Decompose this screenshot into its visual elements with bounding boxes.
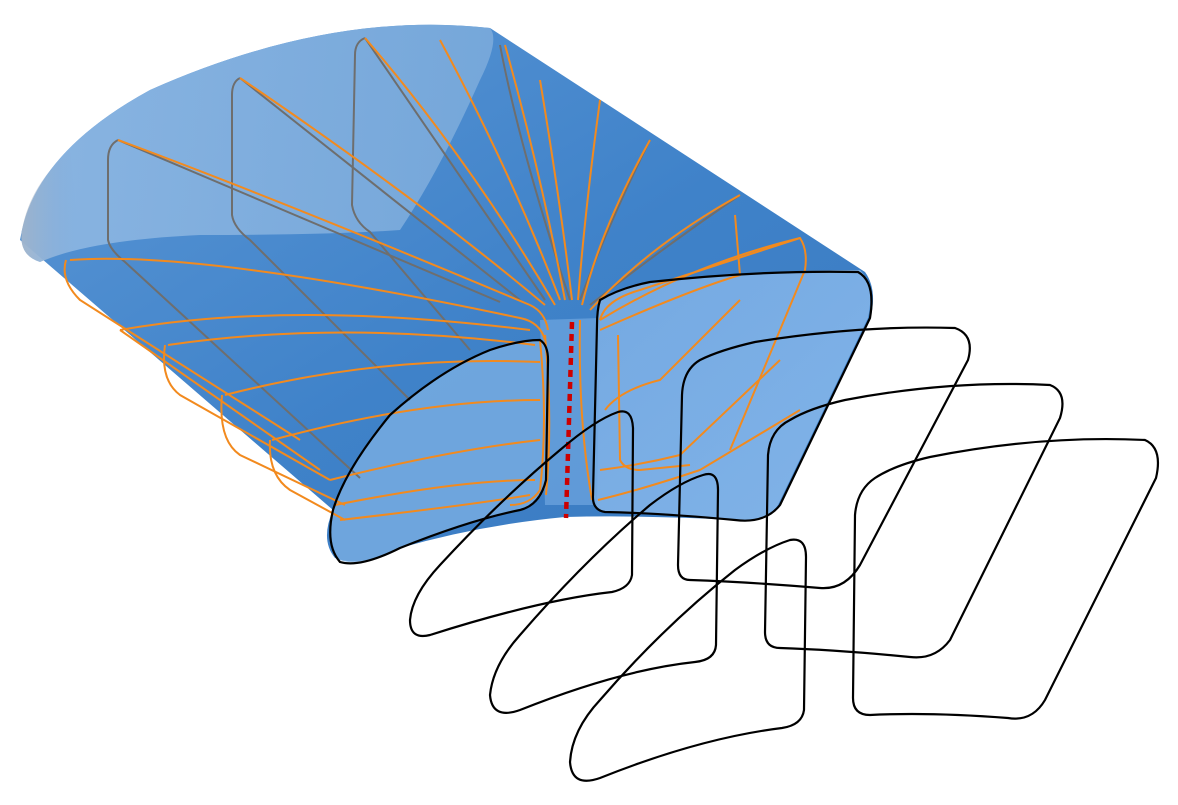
flow-line <box>364 37 556 306</box>
body-top-face <box>21 24 494 262</box>
flow-line <box>617 334 691 472</box>
flow-line <box>119 329 321 471</box>
flow-line <box>271 399 541 441</box>
flow-line <box>504 44 566 301</box>
meridian-line <box>350 37 471 351</box>
flow-line <box>509 339 545 506</box>
flow-line <box>167 331 536 346</box>
body-end-outlines <box>329 270 873 565</box>
flow-line <box>163 344 331 481</box>
meridian-line <box>107 139 361 479</box>
flow-line <box>599 359 781 471</box>
body-front-slot-face <box>330 340 548 563</box>
cross-section-1-left <box>408 410 635 638</box>
flow-line <box>578 319 593 501</box>
meridian-line <box>239 77 521 301</box>
flow-line <box>63 259 301 441</box>
cross-section-2-left <box>488 472 720 714</box>
flow-line <box>539 79 573 301</box>
cross-section-1-right <box>676 326 971 590</box>
meridian-line <box>231 77 411 401</box>
flow-line <box>604 299 741 411</box>
cross-section-outlines <box>408 326 1160 782</box>
extruded-body <box>20 24 874 563</box>
end-outline-right <box>591 270 873 522</box>
flow-lines <box>63 37 807 521</box>
cross-section-3-right <box>851 437 1160 720</box>
flow-line <box>589 194 741 311</box>
flow-line <box>239 77 546 306</box>
flow-line <box>577 99 601 301</box>
end-outline-left <box>329 338 550 565</box>
flow-line <box>334 479 536 506</box>
flow-line <box>117 139 549 331</box>
body-end-face <box>592 270 871 521</box>
flow-line <box>599 214 742 331</box>
axis-marker-line <box>563 321 575 519</box>
flow-line <box>268 439 346 521</box>
cross-section-2-right <box>763 382 1064 659</box>
cross-section-3-left <box>568 538 808 782</box>
flow-line <box>339 494 531 521</box>
flow-line <box>597 409 801 501</box>
flow-line <box>599 236 807 451</box>
flow-line <box>119 314 531 331</box>
flow-line <box>69 257 546 341</box>
flow-line <box>581 139 651 306</box>
flow-line <box>220 394 346 506</box>
flow-line <box>329 439 541 481</box>
flow-line <box>439 39 561 301</box>
flow-line <box>224 359 541 396</box>
body-left-cap <box>21 150 81 262</box>
meridian-line <box>364 37 546 301</box>
meridian-line <box>117 139 501 303</box>
